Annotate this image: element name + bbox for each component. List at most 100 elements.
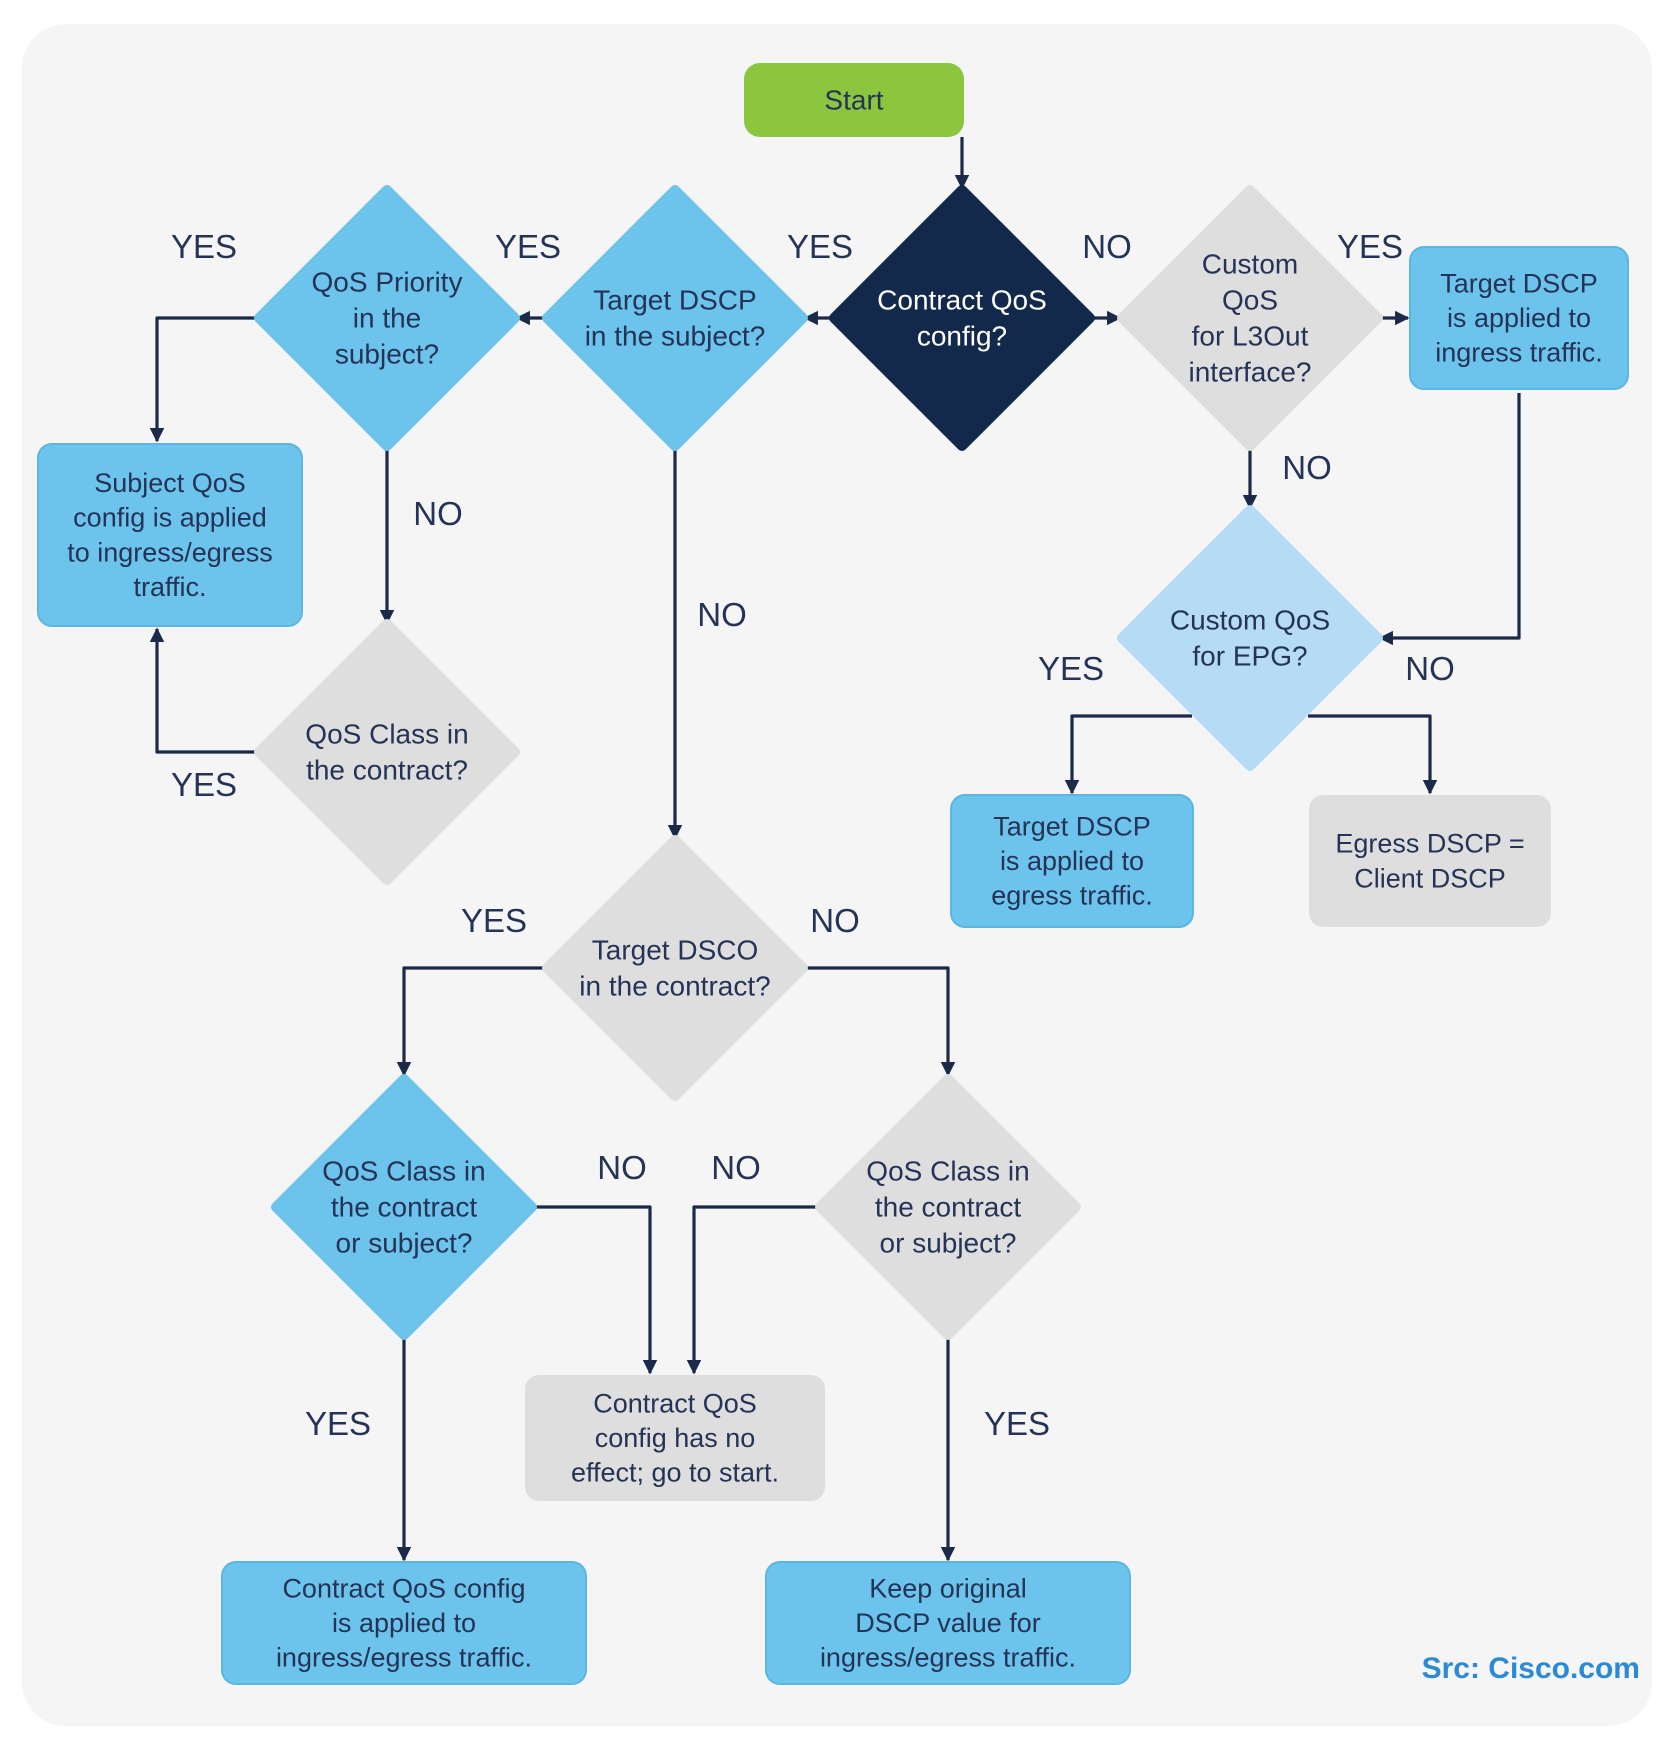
no-label-class-left: NO [597,1149,647,1186]
custom-qos-l3out-diamond-shape [1117,185,1383,451]
yes-label-l3out: YES [1337,228,1403,265]
subject-qos-applied-label-line: traffic. [133,572,206,602]
custom-qos-l3out-label-line: interface? [1189,356,1312,387]
custom-qos-l3out-label-line: Custom [1202,249,1298,280]
qos-class-contract-left-diamond-shape [254,619,520,885]
start-label-line: Start [824,85,883,116]
contract-qos-label-line: config? [917,320,1007,351]
keep-original-label-line: DSCP value for [855,1608,1041,1638]
connector-arrow-6 [149,627,259,754]
connector-arrow-14 [396,966,547,1077]
qos-class-contract-left-label-line: the contract? [306,754,468,785]
connector-arrow-4 [149,316,257,443]
contract-qos-applied-process: Contract QoS config is applied to ingress/… [221,1561,587,1685]
qos-class-cs-right-label-line: the contract [875,1192,1022,1223]
qos-class-cs-left-label-line: QoS Class in [322,1156,485,1187]
qos-class-cs-right-diamond-shape [815,1074,1081,1340]
qos-priority-subject-label-line: subject? [335,338,439,369]
yes-label-target-dscp: YES [495,228,561,265]
connector-lines [149,137,1521,1562]
egress-dscp-client-process: Egress DSCP = Client DSCP [1309,795,1551,927]
target-dsco-contract-decision: Target DSCO in the contract? [542,835,808,1101]
connector-arrow-17 [686,1205,820,1375]
target-dscp-egress-process: Target DSCP is applied to egress traffic. [950,794,1194,928]
target-dscp-ingress-label-line: is applied to [1447,303,1591,333]
no-effect-box-shape [525,1375,825,1501]
egress-dscp-client-box-shape [1309,795,1551,927]
no-effect-label-line: config has no [595,1423,756,1453]
egress-dscp-client-label-line: Egress DSCP = [1335,829,1524,859]
yes-label-priority: YES [171,228,237,265]
target-dsco-contract-label-line: in the contract? [579,970,770,1001]
start-terminal: Start [744,63,964,137]
target-dscp-subject-label-line: Target DSCP [593,285,756,316]
yes-label-class-right: YES [984,1405,1050,1442]
target-dscp-egress-box-shape [950,794,1194,928]
contract-qos-decision: Contract QoS config? [829,185,1095,451]
connector-arrow-11 [1064,714,1192,795]
no-label-contract-qos: NO [1082,228,1132,265]
contract-qos-applied-label-line: is applied to [332,1608,476,1638]
contract-qos-applied-box-shape [221,1561,587,1685]
custom-qos-l3out-label-line: for L3Out [1192,320,1309,351]
target-dsco-contract-label-line: Target DSCO [592,935,759,966]
custom-qos-epg-decision: Custom QoS for EPG? [1117,505,1383,771]
custom-qos-l3out-label-line: QoS [1222,285,1278,316]
contract-qos-diamond-shape [829,185,1095,451]
no-label-target-dsco: NO [810,902,860,939]
keep-original-label-line: ingress/egress traffic. [820,1643,1076,1673]
no-effect-process: Contract QoS config has no effect; go to s… [525,1375,825,1501]
contract-qos-applied-label-line: ingress/egress traffic. [276,1643,532,1673]
no-label-priority: NO [413,495,463,532]
subject-qos-applied-label-line: to ingress/egress [67,537,273,567]
subject-qos-applied-label-line: Subject QoS [94,468,246,498]
custom-qos-epg-diamond-shape [1117,505,1383,771]
custom-qos-epg-label-line: for EPG? [1192,640,1307,671]
qos-class-cs-left-label-line: the contract [331,1192,478,1223]
connector-arrow-15 [803,966,956,1077]
qos-class-cs-right-label-line: or subject? [880,1227,1017,1258]
target-dscp-egress-label-line: Target DSCP [993,811,1151,841]
no-effect-label-line: effect; go to start. [571,1458,779,1488]
qos-priority-subject-decision: QoS Priority in the subject? [254,185,520,451]
target-dscp-egress-label-line: is applied to [1000,846,1144,876]
target-dscp-subject-diamond-shape [542,185,808,451]
custom-qos-epg-label-line: Custom QoS [1170,605,1330,636]
yes-label-target-dsco: YES [461,902,527,939]
target-dscp-ingress-label-line: ingress traffic. [1435,338,1603,368]
yes-label-class-contract: YES [171,766,237,803]
contract-qos-applied-label-line: Contract QoS config [282,1573,525,1603]
yes-label-contract-qos: YES [787,228,853,265]
target-dscp-ingress-label-line: Target DSCP [1440,268,1598,298]
target-dscp-egress-label-line: egress traffic. [991,881,1153,911]
no-label-target-dscp: NO [697,596,747,633]
subject-qos-applied-process: Subject QoS config is applied to ingress/e… [37,443,303,627]
source-credit: Src: Cisco.com [1421,1652,1640,1685]
qos-priority-subject-label-line: in the [353,303,422,334]
qos-priority-subject-label-line: QoS Priority [312,267,463,298]
no-label-class-right: NO [711,1149,761,1186]
egress-dscp-client-label-line: Client DSCP [1354,863,1506,893]
connector-arrow-10 [1378,393,1521,646]
no-label-l3out: NO [1282,449,1332,486]
subject-qos-applied-box-shape [37,443,303,627]
connector-arrow-12 [1308,714,1438,795]
keep-original-box-shape [765,1561,1131,1685]
start-box-shape [744,63,964,137]
subject-qos-applied-label-line: config is applied [73,503,267,533]
target-dsco-contract-diamond-shape [542,835,808,1101]
target-dscp-ingress-process: Target DSCP is applied to ingress traffic. [1409,246,1629,390]
contract-qos-label-line: Contract QoS [877,285,1047,316]
yes-label-class-left: YES [305,1405,371,1442]
keep-original-label-line: Keep original [869,1573,1027,1603]
no-effect-label-line: Contract QoS [593,1388,757,1418]
target-dscp-ingress-box-shape [1409,246,1629,390]
